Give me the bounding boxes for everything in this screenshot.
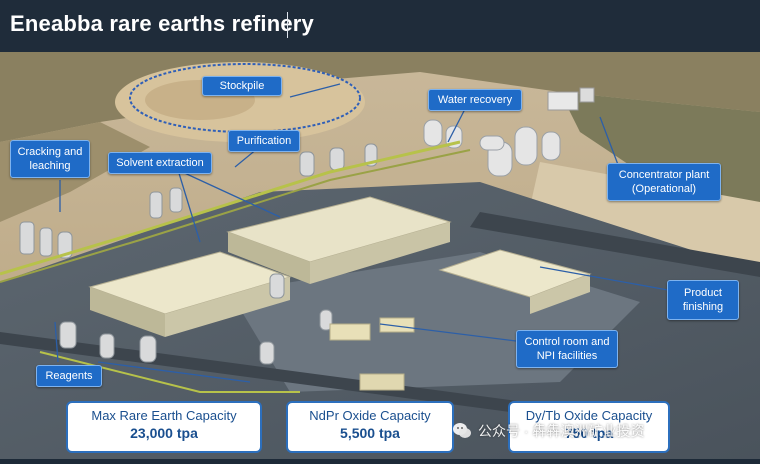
callout-solvent-extraction-label: Solvent extraction — [116, 157, 204, 169]
page-title: Eneabba rare earths refinery — [10, 11, 314, 36]
watermark: 公众号 · 犇犇澳洲矿业投资 — [452, 420, 644, 442]
capacity-label: Dy/Tb Oxide Capacity — [525, 408, 653, 423]
callout-control-room-label: Control room and NPI facilities — [524, 336, 610, 362]
callout-reagents: Reagents — [36, 365, 102, 387]
text-cursor — [287, 12, 288, 38]
capacity-label: Max Rare Earth Capacity — [91, 408, 237, 423]
callout-product-finishing-label: Product finishing — [682, 287, 724, 313]
callout-water-recovery-label: Water recovery — [437, 94, 513, 106]
capacity-box-ndpr-oxide: NdPr Oxide Capacity 5,500 tpa — [286, 401, 454, 453]
capacity-box-dytb-oxide: Dy/Tb Oxide Capacity 750 tpa — [508, 401, 670, 453]
callout-water-recovery: Water recovery — [428, 89, 522, 111]
callout-concentrator-plant-label: Concentrator plant (Operational) — [618, 169, 710, 195]
capacity-value: 750 tpa — [564, 425, 614, 441]
header-bar: Eneabba rare earths refinery — [0, 0, 760, 52]
capacity-box-max-rare-earth: Max Rare Earth Capacity 23,000 tpa — [66, 401, 262, 453]
capacity-value: 5,500 tpa — [340, 425, 400, 441]
refinery-illustration — [0, 52, 760, 459]
callout-stockpile: Stockpile — [202, 76, 282, 96]
callout-product-finishing: Product finishing — [667, 280, 739, 320]
aerial-render — [0, 52, 760, 459]
wechat-icon — [453, 423, 471, 438]
callout-concentrator-plant: Concentrator plant (Operational) — [607, 163, 721, 201]
capacity-label: NdPr Oxide Capacity — [309, 408, 431, 423]
callout-solvent-extraction: Solvent extraction — [108, 152, 212, 174]
watermark-text: 公众号 · 犇犇澳洲矿业投资 — [478, 423, 645, 439]
callout-reagents-label: Reagents — [45, 370, 93, 382]
callout-purification-label: Purification — [236, 135, 292, 147]
callout-purification: Purification — [228, 130, 300, 152]
callout-cracking-leaching: Cracking and leaching — [10, 140, 90, 178]
capacity-value: 23,000 tpa — [130, 425, 198, 441]
callout-stockpile-label: Stockpile — [219, 80, 265, 92]
callout-cracking-leaching-label: Cracking and leaching — [17, 146, 83, 172]
callout-control-room: Control room and NPI facilities — [516, 330, 618, 368]
